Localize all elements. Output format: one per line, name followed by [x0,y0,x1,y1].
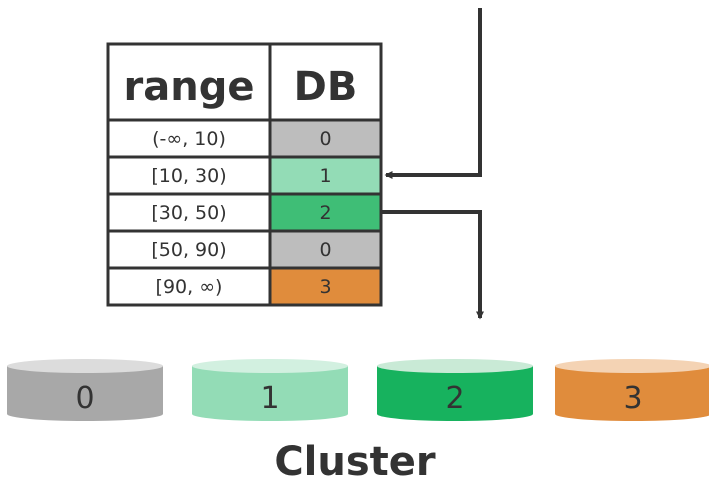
disk-body [555,366,709,421]
table-row: (-∞, 10) 0 [106,118,383,159]
table-row: [50, 90) 0 [106,229,383,270]
db-label: 1 [319,165,331,187]
range-label: (-∞, 10) [152,128,226,150]
route-arrow [382,210,484,320]
table-row: [90, ∞) 3 [106,266,383,307]
cluster-nodes: 0 1 2 3 [7,359,709,421]
cluster-node-2: 2 [377,359,533,421]
cluster-node-label: 0 [75,381,94,416]
cluster-node-1: 1 [192,359,348,421]
disk-body [7,366,163,421]
disk-top [7,359,163,373]
cluster-node-label: 2 [445,381,464,416]
disk-body [377,366,533,421]
table-row: [30, 50) 2 [106,192,383,233]
arrows [382,8,484,320]
header-cell-range [106,42,272,122]
cluster-node-0: 0 [7,359,163,421]
disk-top [192,359,348,373]
disk-body [192,366,348,421]
db-cell [268,192,383,233]
lookup-arrow [384,8,482,179]
cluster-node-label: 3 [623,381,642,416]
db-cell [268,118,383,159]
db-label: 0 [319,128,331,150]
range-label: [50, 90) [151,239,226,261]
db-label: 3 [319,276,331,298]
db-cell [268,266,383,307]
db-cell [268,155,383,196]
disk-top [377,359,533,373]
range-label: [10, 30) [151,165,226,187]
table-row: [10, 30) 1 [106,155,383,196]
cluster-node-3: 3 [555,359,709,421]
cluster-node-label: 1 [260,381,279,416]
header-range: range [124,64,255,110]
db-cell [268,229,383,270]
disk-top [555,359,709,373]
routing-table: range DB (-∞, 10) 0 [10, 30) 1 [30, 50) 2 [50, 9… [106,42,383,307]
db-label: 0 [319,239,331,261]
cluster-label: Cluster [274,439,436,485]
range-label: [30, 50) [151,202,226,224]
range-label: [90, ∞) [156,276,223,298]
header-db: DB [294,64,358,110]
db-label: 2 [319,202,331,224]
